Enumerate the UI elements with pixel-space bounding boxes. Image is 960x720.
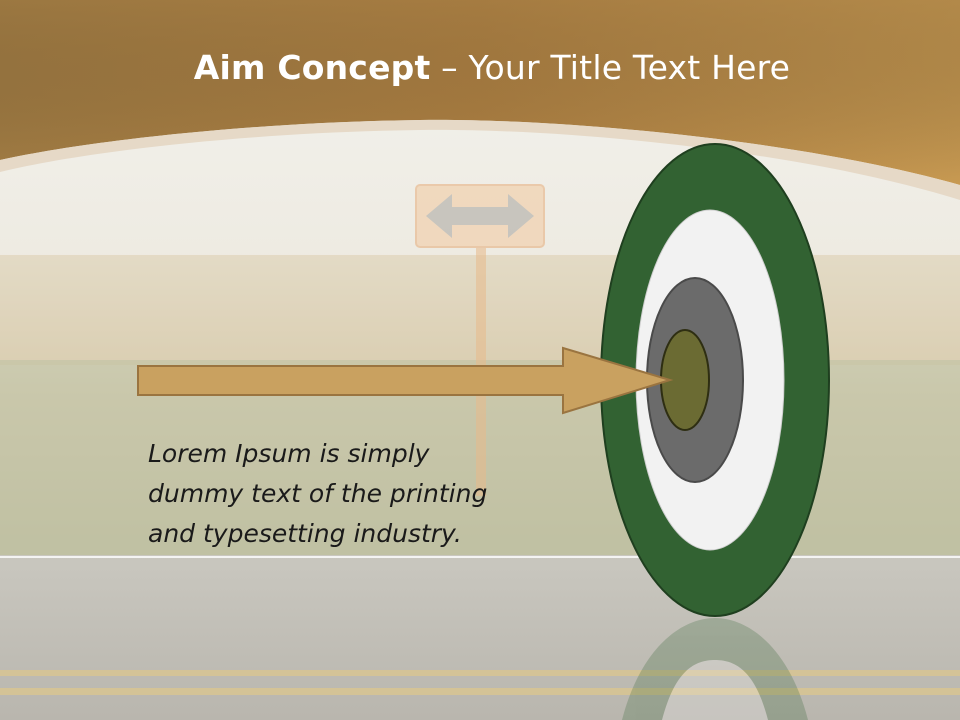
- road-center-line-1: [0, 670, 960, 676]
- body-line-2: dummy text of the printing: [148, 479, 488, 508]
- road-center-line-2: [0, 688, 960, 695]
- double-arrow-icon: [426, 194, 534, 238]
- bullseye-target: [600, 143, 830, 617]
- header-curve-highlight: [0, 119, 960, 200]
- slide-title: Aim Concept – Your Title Text Here: [0, 48, 960, 87]
- road: [0, 555, 960, 720]
- body-line-3: and typesetting industry.: [148, 519, 462, 548]
- arrow-shape: [137, 346, 674, 415]
- body-text: Lorem Ipsum is simply dummy text of the …: [148, 434, 548, 554]
- title-bold-part: Aim Concept: [193, 48, 431, 87]
- title-rest-part: – Your Title Text Here: [430, 48, 791, 87]
- header-shade: [0, 0, 960, 185]
- body-line-1: Lorem Ipsum is simply: [148, 439, 430, 468]
- target-reflection: [622, 618, 808, 720]
